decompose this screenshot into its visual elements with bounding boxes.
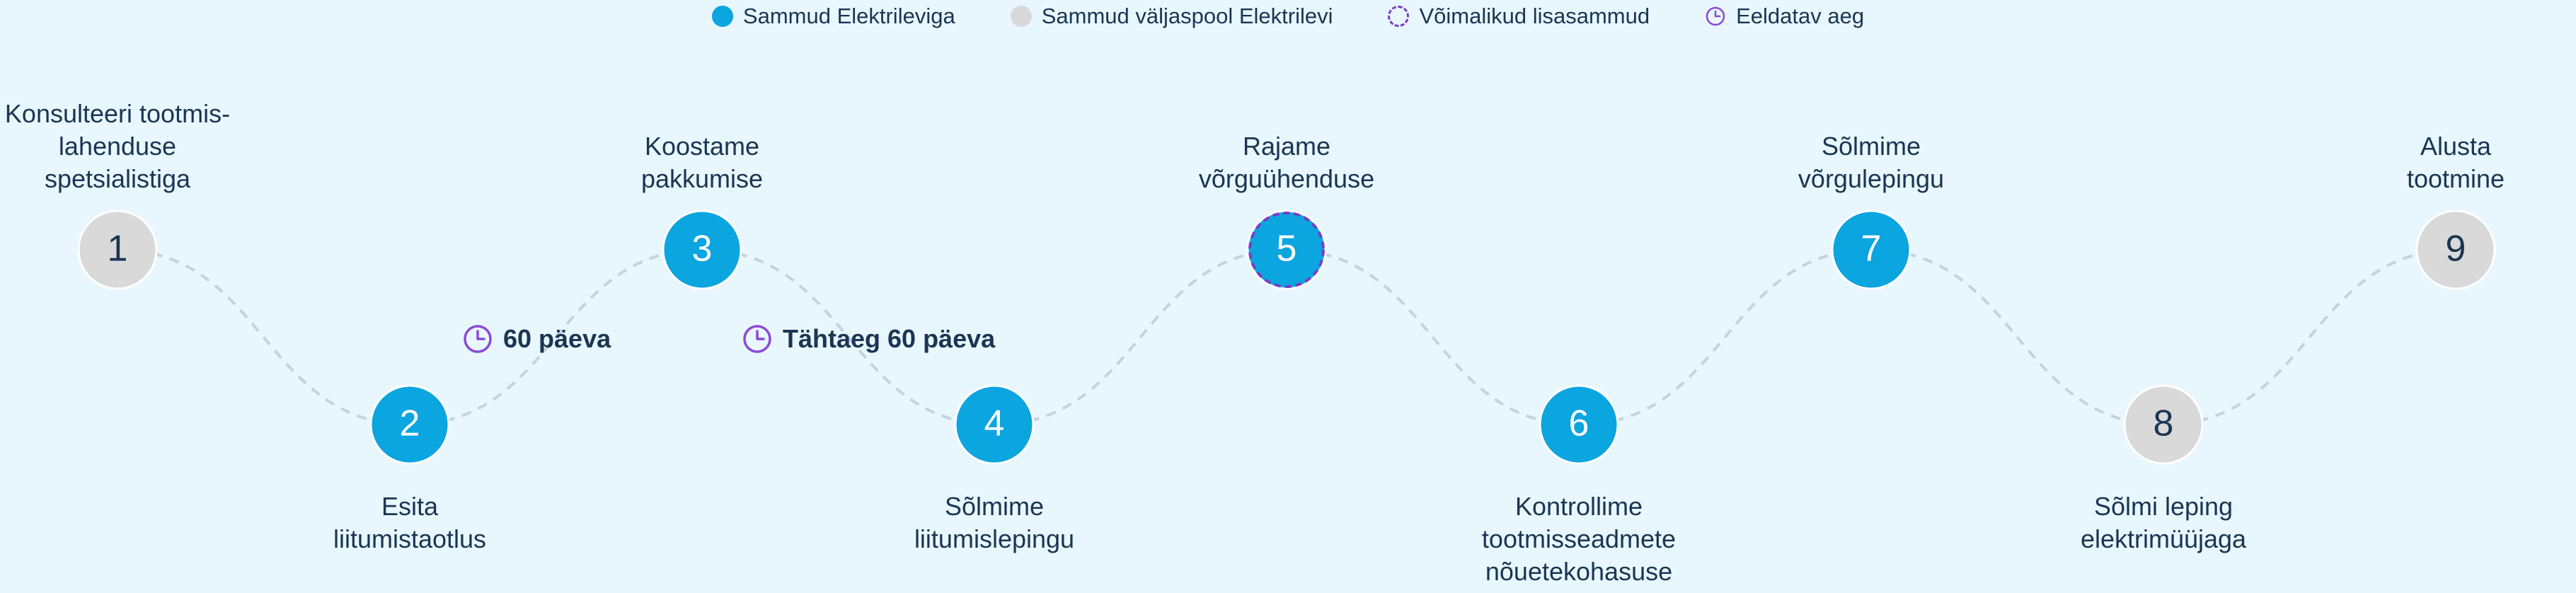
step-label-line: Sõlmime (944, 492, 1045, 521)
clock-icon (462, 323, 493, 355)
step-label-line: liitumislepingu (914, 524, 1075, 553)
step-label-9: Alusta tootmine (2335, 130, 2576, 195)
legend-label-optional: Võimalikud lisasammud (1419, 4, 1650, 28)
step-node-9: 9 (2415, 209, 2496, 290)
step-number: 4 (984, 403, 1005, 444)
step-number: 9 (2446, 229, 2466, 270)
step-circle (1539, 384, 1619, 465)
secondary-step-swatch (1010, 6, 1032, 27)
connector-8-9 (2163, 248, 2456, 426)
step-label-line: Rajame (1242, 132, 1331, 161)
step-circle (77, 209, 158, 290)
step-label-line: võrgulepingu (1798, 164, 1945, 193)
step-label-line: Esita (381, 492, 439, 521)
step-label-line: Koostame (644, 132, 760, 161)
timing-step-2-3: 60 päeva (462, 323, 611, 355)
step-node-6: 6 (1539, 384, 1619, 465)
step-label-3: Koostame pakkumise (582, 130, 822, 195)
step-label-line: pakkumise (640, 164, 764, 193)
step-number: 3 (692, 229, 713, 270)
legend-item-secondary: Sammud väljaspool Elektrilevi (1010, 4, 1333, 29)
step-label-1: Konsulteeri tootmis-lahenduse spetsialist… (0, 98, 238, 195)
step-number: 7 (1861, 229, 1882, 270)
step-circle (662, 209, 742, 290)
step-label-line: Sõlmime (1821, 132, 1921, 161)
step-label-8: Sõlmi leping elektrimüüjaga (2043, 490, 2284, 555)
step-node-2: 2 (369, 384, 450, 465)
step-circle (954, 384, 1035, 465)
legend-label-time: Eeldatav aeg (1736, 4, 1865, 28)
step-node-8: 8 (2123, 384, 2204, 465)
step-node-3: 3 (662, 209, 742, 290)
step-number: 1 (108, 229, 128, 270)
step-label-4: Sõlmime liitumislepingu (874, 490, 1115, 555)
step-connectors (117, 248, 2456, 426)
step-node-7: 7 (1831, 209, 1911, 290)
step-circle (2123, 384, 2204, 465)
connector-3-4 (701, 248, 995, 426)
step-label-line: elektrimüüjaga (2080, 524, 2247, 553)
step-label-line: võrguühenduse (1198, 164, 1375, 193)
step-label-6: Kontrollime tootmisseadmete nõuetekohasuse (1459, 490, 1699, 588)
timing-step-3-4: Tähtaeg 60 päeva (742, 323, 995, 355)
connector-2-3 (409, 248, 703, 426)
step-label-line: tootmine (2406, 164, 2505, 193)
step-label-7: Sõlmime võrgulepingu (1751, 130, 1991, 195)
clock-icon (742, 323, 773, 355)
step-label-line: Sõlmi leping (2093, 492, 2233, 521)
primary-step-swatch (711, 6, 733, 27)
step-node-5: 5 (1246, 209, 1327, 290)
step-node-1: 1 (77, 209, 158, 290)
step-number: 5 (1277, 229, 1297, 270)
legend-item-time: Eeldatav aeg (1705, 4, 1864, 29)
step-nodes: 1 2 3 4 5 6 7 8 9 (77, 209, 2496, 465)
step-number: 6 (1569, 403, 1589, 444)
optional-step-ring (1248, 212, 1325, 288)
step-label-line: spetsialistiga (44, 164, 191, 193)
step-label-line: nõuetekohasuse (1485, 557, 1673, 586)
connector-6-7 (1578, 248, 1872, 426)
connector-5-6 (1286, 248, 1580, 426)
clock-icon (1705, 6, 1726, 27)
step-circle (1246, 209, 1327, 290)
step-label-line: liitumistaotlus (333, 524, 487, 553)
timing-label: Tähtaeg 60 päeva (783, 324, 996, 353)
legend-label-secondary: Sammud väljaspool Elektrilevi (1041, 4, 1333, 28)
step-label-5: Rajame võrguühenduse (1166, 130, 1407, 195)
timing-label: 60 päeva (503, 324, 611, 353)
connector-4-5 (994, 248, 1287, 426)
step-label-line: lahenduse (58, 132, 177, 161)
connector-7-8 (1870, 248, 2164, 426)
step-circle (2415, 209, 2496, 290)
optional-step-swatch (1388, 6, 1410, 27)
step-label-line: tootmisseadmete (1481, 524, 1677, 553)
step-circle (369, 384, 450, 465)
step-label-line: Konsulteeri tootmis- (4, 99, 231, 128)
step-node-4: 4 (954, 384, 1035, 465)
legend-item-primary: Sammud Elektrileviga (711, 4, 955, 29)
legend-item-optional: Võimalikud lisasammud (1388, 4, 1650, 29)
step-number: 8 (2154, 403, 2174, 444)
step-number: 2 (400, 403, 420, 444)
connector-1-2 (117, 248, 410, 426)
legend-label-primary: Sammud Elektrileviga (742, 4, 955, 28)
step-circle (1831, 209, 1911, 290)
step-label-2: Esita liitumistaotlus (289, 490, 530, 555)
step-label-line: Alusta (2420, 132, 2492, 161)
step-label-line: Kontrollime (1514, 492, 1643, 521)
legend: Sammud Elektrileviga Sammud väljaspool E… (0, 0, 2576, 33)
